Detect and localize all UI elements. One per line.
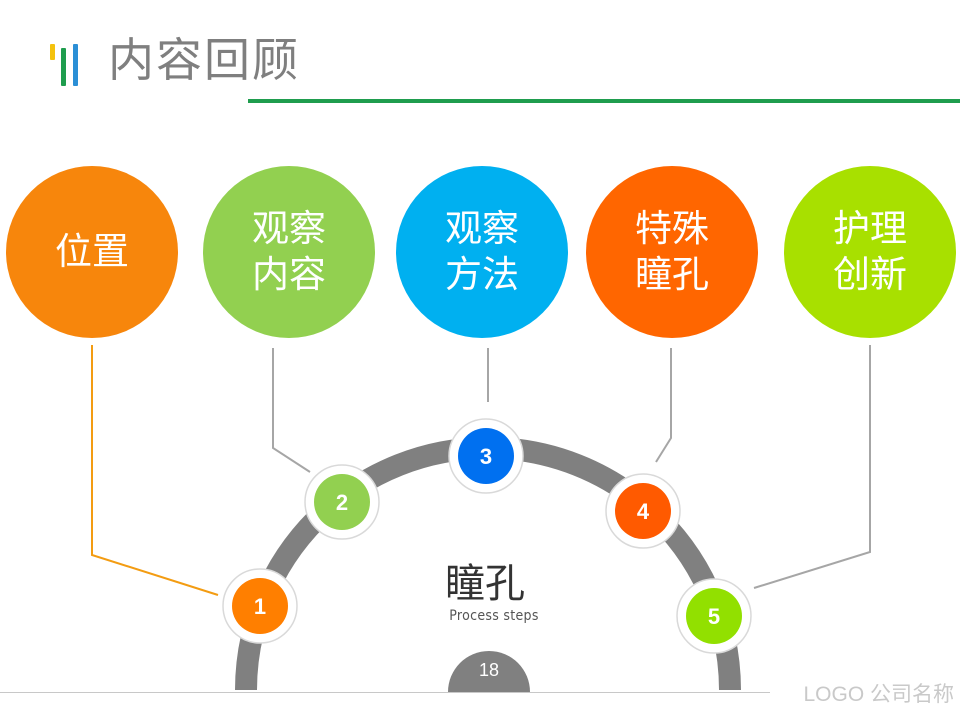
green-bar <box>61 48 66 86</box>
topic-label: 特殊 瞳孔 <box>635 207 709 296</box>
connector-2 <box>272 348 311 473</box>
step-number: 4 <box>637 499 650 524</box>
step-dot <box>615 483 671 539</box>
step-marker-4: 4 <box>605 473 681 549</box>
topic-circle-2: 观察 内容 <box>203 166 375 338</box>
blue-bar <box>73 44 78 86</box>
step-dot <box>232 578 288 634</box>
topic-label: 观察 方法 <box>445 207 519 296</box>
page-title: 内容回顾 <box>108 33 300 87</box>
company-name: LOGO 公司名称 <box>803 683 954 706</box>
yellow-bar <box>50 44 55 60</box>
topic-label: 观察 内容 <box>252 207 326 296</box>
step-number: 2 <box>336 490 348 515</box>
connector-4 <box>655 348 672 463</box>
step-number: 5 <box>708 604 720 629</box>
connector-1 <box>91 345 219 596</box>
topic-label: 护理 创新 <box>833 207 907 296</box>
step-number: 1 <box>254 594 266 619</box>
step-marker-3: 3 <box>448 418 524 494</box>
title-bars-icon <box>50 44 78 86</box>
step-dot <box>314 474 370 530</box>
topic-circle-5: 护理 创新 <box>784 166 956 338</box>
connector-5 <box>753 345 871 589</box>
title-underline <box>248 99 960 103</box>
center-title: 瞳孔 <box>445 561 525 607</box>
topic-circle-4: 特殊 瞳孔 <box>586 166 758 338</box>
topic-label: 位置 <box>55 230 129 273</box>
step-marker-2: 2 <box>304 464 380 540</box>
topic-circle-3: 观察 方法 <box>396 166 568 338</box>
step-marker-1: 1 <box>222 568 298 644</box>
center-subtitle: Process steps <box>449 608 539 624</box>
step-dot <box>686 588 742 644</box>
topic-circle-1: 位置 <box>6 166 178 338</box>
step-dot <box>458 428 514 484</box>
page-number-badge <box>448 651 530 692</box>
page-number: 18 <box>478 660 500 680</box>
step-marker-5: 5 <box>676 578 752 654</box>
step-number: 3 <box>480 444 492 469</box>
footer-rule <box>0 692 770 693</box>
